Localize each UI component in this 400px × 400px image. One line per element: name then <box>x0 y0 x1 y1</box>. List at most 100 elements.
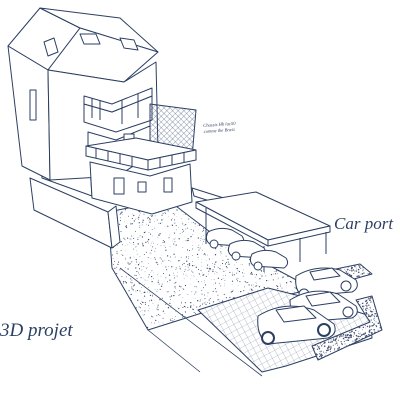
stipple-dot <box>175 229 177 231</box>
stipple-dot <box>129 242 130 243</box>
stipple-dot <box>157 263 159 265</box>
stipple-dot <box>196 306 198 308</box>
stipple-dot <box>141 261 143 263</box>
stipple-dot <box>133 220 135 222</box>
stipple-dot <box>152 246 154 248</box>
stipple-dot <box>199 299 201 301</box>
stipple-dot <box>153 272 154 274</box>
stipple-dot <box>349 331 351 333</box>
stipple-dot <box>251 273 253 275</box>
stipple-dot <box>172 213 174 215</box>
stipple-dot <box>137 264 140 266</box>
stipple-dot <box>142 242 144 244</box>
stipple-dot <box>206 259 207 261</box>
stipple-dot <box>199 305 201 307</box>
stipple-dot <box>374 318 376 319</box>
stipple-dot <box>183 288 185 290</box>
stipple-dot <box>212 263 213 264</box>
stipple-dot <box>370 320 372 322</box>
stipple-dot <box>287 276 289 278</box>
stipple-dot <box>232 289 234 291</box>
stipple-dot <box>154 288 156 290</box>
stipple-dot <box>328 341 330 344</box>
stipple-dot <box>191 308 193 310</box>
stipple-dot <box>233 297 235 299</box>
stipple-dot <box>254 285 256 287</box>
stipple-dot <box>184 265 186 267</box>
stipple-dot <box>201 289 203 291</box>
stipple-dot <box>133 244 135 245</box>
stipple-dot <box>147 240 149 242</box>
stipple-dot <box>353 332 354 333</box>
stipple-dot <box>170 295 173 297</box>
stipple-dot <box>142 245 144 247</box>
stipple-dot <box>243 286 245 287</box>
stipple-dot <box>358 331 360 332</box>
stipple-dot <box>129 256 131 258</box>
stipple-dot <box>199 301 201 302</box>
stipple-dot <box>124 209 126 211</box>
stipple-dot <box>201 272 203 274</box>
stipple-dot <box>205 254 207 256</box>
stipple-dot <box>184 311 186 313</box>
stipple-dot <box>131 261 133 263</box>
stipple-dot <box>240 290 242 293</box>
stipple-dot <box>286 291 288 293</box>
stipple-dot <box>348 339 350 341</box>
stipple-dot <box>325 349 328 352</box>
stipple-dot <box>368 309 370 310</box>
stipple-dot <box>161 297 163 299</box>
stipple-dot <box>324 340 326 342</box>
stipple-dot <box>157 289 158 291</box>
stipple-dot <box>117 261 120 263</box>
stipple-dot <box>370 331 373 334</box>
stipple-dot <box>122 213 123 215</box>
stipple-dot <box>189 278 191 280</box>
stipple-dot <box>212 270 214 273</box>
stipple-dot <box>162 240 164 242</box>
stipple-dot <box>132 213 134 215</box>
stipple-dot <box>344 346 346 348</box>
stipple-dot <box>380 329 382 331</box>
stipple-dot <box>362 308 364 310</box>
stipple-dot <box>272 279 274 281</box>
stipple-dot <box>159 257 161 259</box>
stipple-dot <box>220 251 222 253</box>
stipple-dot <box>265 275 267 277</box>
stipple-dot <box>344 270 346 271</box>
stipple-dot <box>224 283 226 284</box>
stipple-dot <box>139 225 141 227</box>
stipple-dot <box>198 244 200 246</box>
stipple-dot <box>323 345 326 348</box>
stipple-dot <box>328 346 330 348</box>
stipple-dot <box>355 266 357 268</box>
stipple-dot <box>368 325 371 327</box>
stipple-dot <box>138 216 140 218</box>
stipple-dot <box>193 276 195 278</box>
stipple-dot <box>375 321 377 323</box>
stipple-dot <box>201 250 203 251</box>
stipple-dot <box>338 336 341 338</box>
stipple-dot <box>316 354 318 356</box>
stipple-dot <box>133 285 135 287</box>
stipple-dot <box>190 301 192 304</box>
stipple-dot <box>206 302 208 303</box>
stipple-dot <box>120 241 122 243</box>
stipple-dot <box>114 261 115 263</box>
stipple-dot <box>340 334 342 336</box>
stipple-dot <box>192 245 194 246</box>
stipple-dot <box>209 297 211 300</box>
stipple-dot <box>200 239 202 241</box>
stipple-dot <box>333 338 335 340</box>
stipple-dot <box>146 268 147 269</box>
stipple-dot <box>124 245 126 247</box>
stipple-dot <box>219 268 221 270</box>
stipple-dot <box>213 284 214 285</box>
stipple-dot <box>180 301 182 303</box>
stipple-dot <box>379 326 382 329</box>
stipple-dot <box>364 324 366 326</box>
stipple-dot <box>360 335 362 337</box>
stipple-dot <box>336 342 338 344</box>
stipple-dot <box>143 213 145 215</box>
